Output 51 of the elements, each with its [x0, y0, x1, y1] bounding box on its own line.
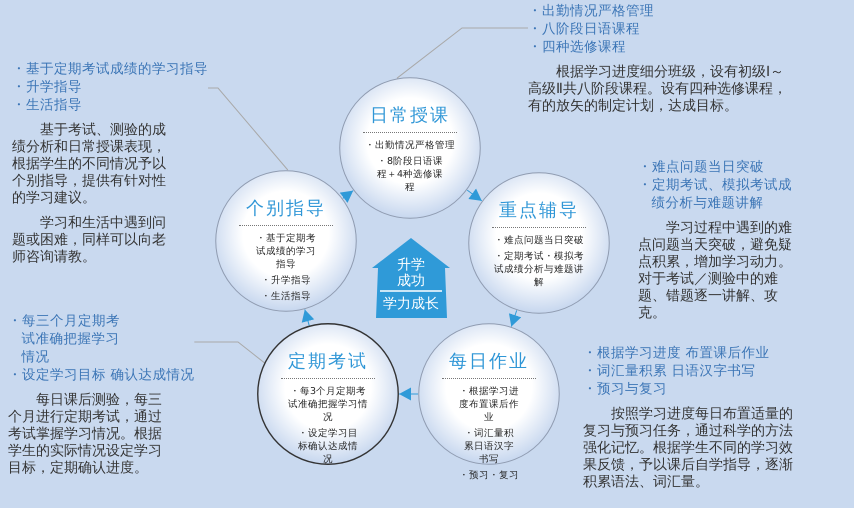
- bullet-item: ・基于定期考试成绩的学习指导: [12, 60, 208, 78]
- bullet-item: ・根据学习进度 布置课后作业: [583, 344, 770, 362]
- cycle-arrow: [398, 388, 418, 400]
- bullet-item: ・出勤情况严格管理: [364, 139, 456, 152]
- bullet-item: ・预习・复习: [458, 469, 520, 482]
- cycle-arrow: [302, 309, 314, 326]
- bullet-item: ・设定学习目标 确认达成情况: [8, 366, 194, 384]
- description-text: 按照学习进度每日布置适量的复习与预习任务，通过科学的方法强化记忆。根据学生不同的学习效果反馈，予以课后自学指导，逐渐积累语法、词汇量。: [583, 406, 794, 491]
- leader-line: [396, 28, 528, 79]
- leader-line: [194, 342, 265, 364]
- bullet-item: ・每三个月定期考试准确把握学习情况: [8, 312, 121, 366]
- up-arrow: [372, 238, 450, 318]
- description-text: 每日课后测验，每三个月进行定期考试，通过考试掌握学习情况。根据学生的实际情况设定学习目标，定期确认进度。: [8, 392, 163, 477]
- description-text: 基于考试、测验的成绩分析和日常授课表现，根据学生的不同情况予以个别指导，提供有针对性的学习建议。: [12, 122, 167, 207]
- bullet-item: ・四种选修课程: [528, 38, 627, 56]
- bullet-item: ・生活指导: [260, 290, 312, 303]
- bullet-item: ・难点问题当日突破: [638, 158, 765, 176]
- bullet-item: ・每3个月定期考试准确把握学习情况: [286, 385, 369, 424]
- description-text: 学习过程中遇到的难点问题当天突破，避免疑点积累，增加学习动力。对于考试／测验中的难题、错题逐一讲解、攻克。: [638, 220, 793, 322]
- bullet-item: ・出勤情况严格管理: [528, 2, 655, 20]
- circle-title: 日常授课: [369, 104, 451, 127]
- step-circle: [339, 77, 481, 219]
- step-circle: [215, 170, 357, 312]
- bullet-item: ・升学指导: [260, 274, 312, 287]
- leader-line: [208, 88, 288, 170]
- bullet-item: ・定期考试、模拟考试成绩分析与难题讲解: [638, 176, 793, 212]
- description-text: 学习和生活中遇到问题或困难，同样可以向老师咨询请教。: [12, 215, 167, 266]
- bullet-item: ・预习与复习: [583, 380, 668, 398]
- cycle-arrow: [340, 190, 354, 203]
- cycle-arrow: [508, 310, 522, 328]
- bullet-item: ・八阶段日语课程: [528, 20, 641, 38]
- cycle-arrow: [466, 188, 482, 202]
- bullet-item: ・难点问题当日突破: [493, 234, 585, 247]
- bullet-item: ・定期考试・模拟考试成绩分析与难题讲解: [492, 250, 585, 289]
- circle-title: 重点辅导: [498, 199, 580, 222]
- circle-title: 每日作业: [448, 350, 530, 373]
- circle-title: 个别指导: [245, 197, 327, 220]
- bullet-item: ・生活指导: [12, 96, 83, 114]
- step-circle: [257, 323, 399, 465]
- bullet-item: ・根据学习进度布置课后作业: [458, 385, 520, 424]
- bullet-item: ・基于定期考试成绩的学习指导: [254, 232, 317, 271]
- bullet-item: ・词汇量积累 日语汉字书写: [583, 362, 756, 380]
- bullet-item: ・8阶段日语课程＋4种选修课程: [376, 155, 444, 194]
- step-circle: [468, 172, 610, 314]
- bullet-item: ・设定学习目标确认达成情况: [296, 427, 359, 466]
- arrow-label: 升学成功: [396, 257, 426, 289]
- description-text: 根据学习进度细分班级，设有初级Ⅰ～高级Ⅱ共八阶段课程。设有四种选修课程，有的放矢的制定计划，达成目标。: [528, 64, 788, 115]
- arrow-label: 学力成长: [382, 296, 440, 312]
- bullet-item: ・升学指导: [12, 78, 83, 96]
- bullet-item: ・词汇量积累日语汉字书写: [462, 427, 515, 466]
- circle-title: 定期考试: [287, 350, 369, 373]
